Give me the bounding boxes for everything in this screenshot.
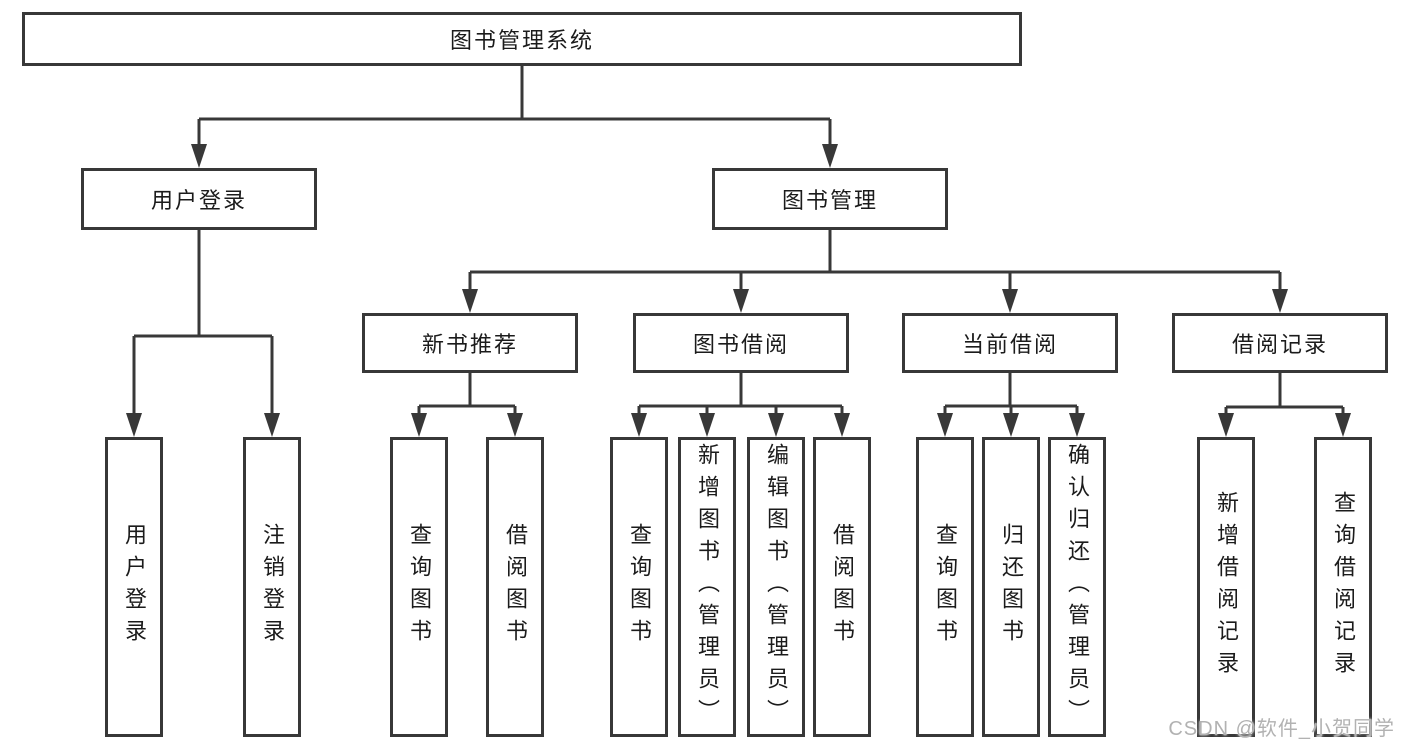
leaf-edit-book-admin-label: 编辑图书（管理员） [764, 443, 789, 731]
leaf-add-book-admin: 新增图书（管理员） [678, 437, 736, 737]
node-book-borrow-label: 图书借阅 [692, 332, 789, 357]
leaf-query-books-2-label: 查询图书 [627, 523, 652, 651]
leaf-add-borrow-record-label: 新增借阅记录 [1214, 491, 1239, 683]
leaf-query-borrow-record: 查询借阅记录 [1314, 437, 1372, 737]
leaf-borrow-books-1: 借阅图书 [486, 437, 544, 737]
node-book-management: 图书管理 [712, 168, 948, 230]
leaf-borrow-books-2: 借阅图书 [813, 437, 871, 737]
leaf-query-books-3-label: 查询图书 [933, 523, 958, 651]
leaf-query-books-1-label: 查询图书 [407, 523, 432, 651]
leaf-user-login: 用户登录 [105, 437, 163, 737]
csdn-watermark: CSDN @软件_小贺同学 [1168, 718, 1395, 740]
leaf-add-borrow-record: 新增借阅记录 [1197, 437, 1255, 737]
leaf-user-login-label: 用户登录 [122, 523, 147, 651]
node-new-book-recommend-label: 新书推荐 [421, 332, 518, 357]
node-root-label: 图书管理系统 [449, 28, 594, 53]
leaf-query-borrow-record-label: 查询借阅记录 [1331, 491, 1356, 683]
node-borrow-records-label: 借阅记录 [1231, 332, 1328, 357]
node-book-management-label: 图书管理 [781, 188, 878, 213]
leaf-confirm-return-admin: 确认归还（管理员） [1048, 437, 1106, 737]
node-current-borrow: 当前借阅 [902, 313, 1118, 373]
leaf-logout: 注销登录 [243, 437, 301, 737]
node-current-borrow-label: 当前借阅 [961, 332, 1058, 357]
leaf-edit-book-admin: 编辑图书（管理员） [747, 437, 805, 737]
node-book-borrow: 图书借阅 [633, 313, 849, 373]
leaf-borrow-books-2-label: 借阅图书 [830, 523, 855, 651]
leaf-borrow-books-1-label: 借阅图书 [503, 523, 528, 651]
node-new-book-recommend: 新书推荐 [362, 313, 578, 373]
leaf-logout-label: 注销登录 [260, 523, 285, 651]
node-user-login: 用户登录 [81, 168, 317, 230]
leaf-query-books-3: 查询图书 [916, 437, 974, 737]
leaf-query-books-1: 查询图书 [390, 437, 448, 737]
leaf-return-book: 归还图书 [982, 437, 1040, 737]
node-borrow-records: 借阅记录 [1172, 313, 1388, 373]
node-user-login-label: 用户登录 [150, 188, 247, 213]
leaf-return-book-label: 归还图书 [999, 523, 1024, 651]
leaf-query-books-2: 查询图书 [610, 437, 668, 737]
arrowheads [126, 144, 1351, 437]
node-root: 图书管理系统 [22, 12, 1022, 66]
leaf-confirm-return-admin-label: 确认归还（管理员） [1065, 443, 1090, 731]
leaf-add-book-admin-label: 新增图书（管理员） [695, 443, 720, 731]
